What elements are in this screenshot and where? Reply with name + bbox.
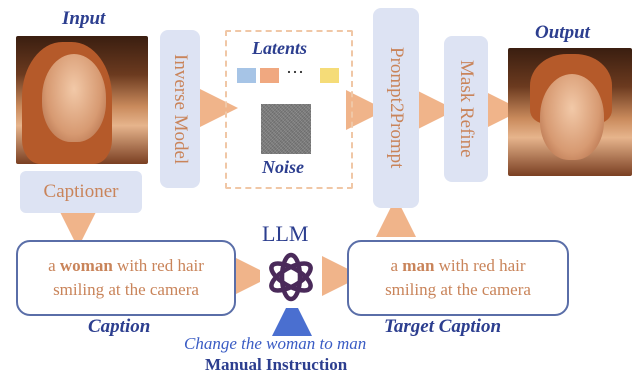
- target-caption-label: Target Caption: [384, 316, 502, 337]
- latent-block-yellow: [320, 68, 339, 83]
- caption-label: Caption: [88, 316, 151, 337]
- target-caption-line-1: a man with red hair: [349, 254, 567, 278]
- captioner-box: Captioner: [20, 171, 142, 213]
- instruction-text: Change the woman to man: [184, 334, 367, 353]
- mask-refine-label: Mask Refine: [456, 60, 477, 158]
- llm-label: LLM: [262, 221, 309, 246]
- latents-group: [225, 30, 353, 189]
- input-image: [16, 36, 148, 164]
- caption-bold-word: woman: [59, 256, 113, 275]
- noise-image: [261, 104, 311, 154]
- prompt2prompt-label: Prompt2Prompt: [386, 47, 407, 169]
- output-image: [508, 48, 632, 176]
- llm-logo-icon: [260, 246, 322, 308]
- latents-ellipsis: ···: [286, 62, 304, 82]
- inverse-model-box: Inverse Model: [160, 30, 200, 188]
- caption-post: with red hair: [112, 256, 204, 275]
- caption-pre: a: [48, 256, 60, 275]
- output-label: Output: [535, 22, 590, 43]
- target-caption-post: with red hair: [434, 256, 526, 275]
- noise-label: Noise: [262, 157, 304, 177]
- target-caption-pre: a: [390, 256, 403, 275]
- target-caption-bold-word: man: [402, 256, 435, 275]
- latent-block-orange: [260, 68, 279, 83]
- input-label: Input: [62, 8, 106, 29]
- inverse-model-label: Inverse Model: [170, 53, 191, 165]
- caption-line-2: smiling at the camera: [53, 280, 199, 299]
- latent-block-blue: [237, 68, 256, 83]
- instruction-label: Manual Instruction: [205, 355, 348, 374]
- mask-refine-box: Mask Refine: [444, 36, 488, 182]
- prompt2prompt-box: Prompt2Prompt: [373, 8, 419, 208]
- target-caption-line-2: smiling at the camera: [385, 280, 531, 299]
- latents-label: Latents: [252, 38, 308, 58]
- target-caption-box: a man with red hair smiling at the camer…: [347, 240, 569, 316]
- caption-line-1: a woman with red hair: [18, 254, 234, 278]
- caption-box: a woman with red hair smiling at the cam…: [16, 240, 236, 316]
